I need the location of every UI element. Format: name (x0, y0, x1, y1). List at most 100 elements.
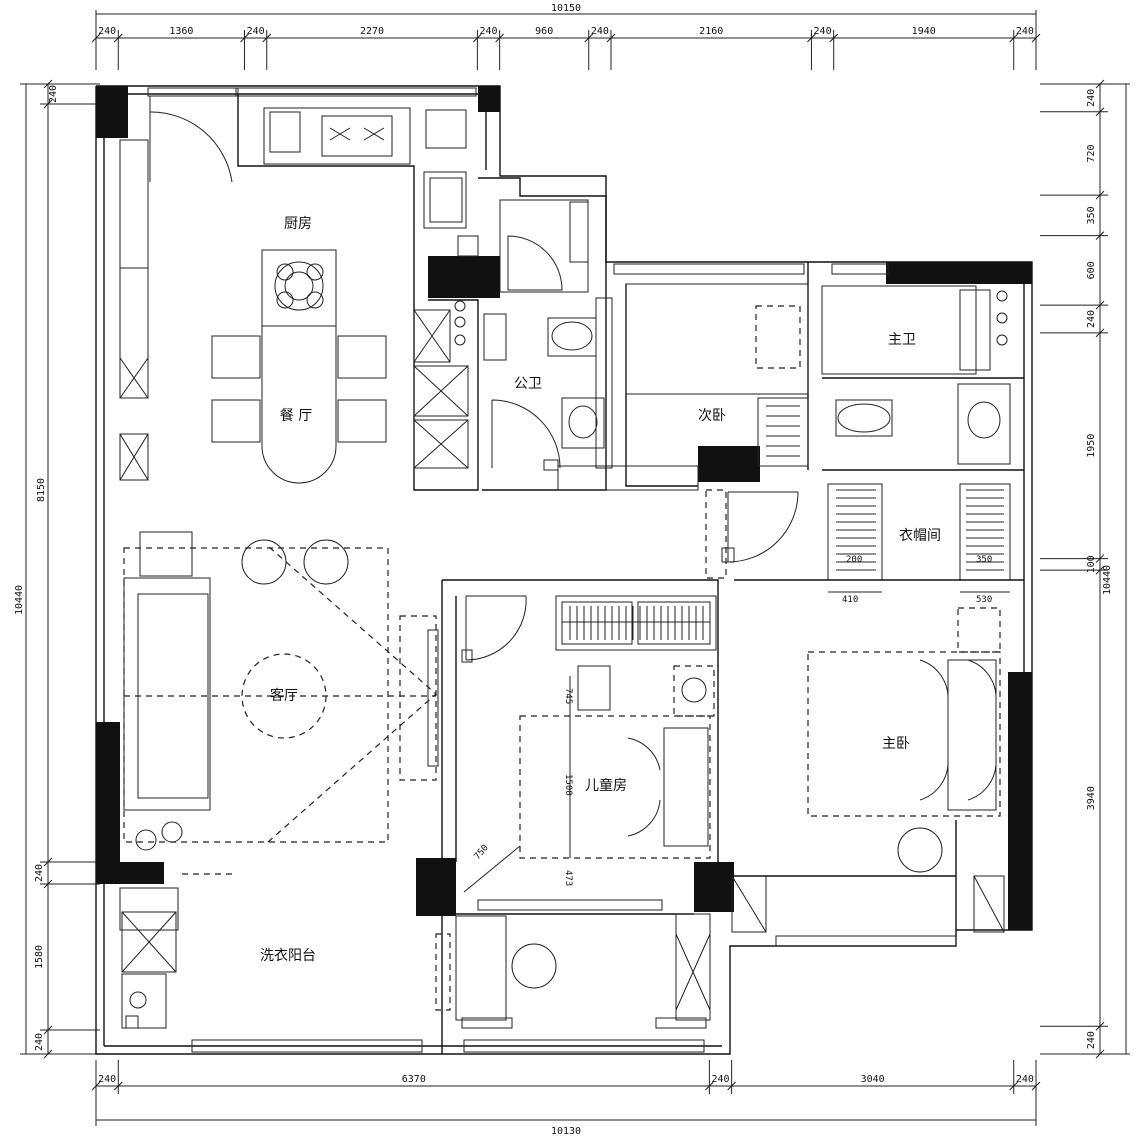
room-label-master-bedroom: 主卧 (882, 736, 910, 752)
dining-chair (337, 399, 387, 443)
accent-chair (241, 539, 287, 585)
left-low-segment-label: 240 (34, 1033, 45, 1051)
sofa (123, 577, 211, 811)
kids-dim-v1: 745 (563, 688, 573, 704)
bath-sink (561, 397, 605, 449)
wall-block-window-bottom (1008, 902, 1032, 930)
stove (321, 115, 393, 157)
kitchen-island (261, 249, 337, 327)
towel-rack (483, 313, 507, 361)
cloak-dim-a: 200 (846, 555, 862, 565)
room-label-living: 客厅 (270, 687, 298, 704)
room-label-kids-room: 儿童房 (585, 777, 627, 794)
right-total-dimension: 10440 (1102, 565, 1113, 595)
kids-dim-v2: 1500 (563, 774, 573, 796)
right-segment-label: 350 (1086, 206, 1097, 224)
top-segment-label: 960 (535, 26, 553, 37)
bottom-segment-label: 3040 (861, 1074, 885, 1085)
right-segment-label: 1950 (1086, 434, 1097, 458)
right-segment-label: 240 (1086, 89, 1097, 107)
room-label-second-bedroom: 次卧 (698, 408, 726, 424)
dining-chair (337, 335, 387, 379)
right-segment-label: 240 (1086, 1031, 1097, 1049)
top-segment-label: 240 (814, 26, 832, 37)
balcony-chair (511, 943, 557, 989)
public-bath-area (478, 177, 613, 491)
master-toilet (835, 399, 893, 437)
left-total-dimension: 10440 (14, 585, 25, 615)
wall-block-left-mid (96, 722, 120, 862)
right-segment-label: 3940 (1086, 786, 1097, 810)
outer-walls (95, 85, 1033, 1055)
wall-block-right-top (886, 262, 1032, 284)
wall-block-left-low (96, 862, 164, 884)
room-label-public-bath: 公卫 (514, 376, 542, 392)
kitchen-sink (423, 171, 467, 229)
wardrobe (757, 397, 809, 467)
wall-block-top-left (96, 86, 128, 138)
room-label-dining: 餐 厅 (280, 408, 312, 424)
top-segment-label: 240 (591, 26, 609, 37)
top-segment-label: 1360 (169, 26, 193, 37)
left-inner-dimension: 8150 (36, 478, 47, 502)
dining-furniture (211, 249, 387, 484)
left-top-segment-label: 240 (48, 85, 59, 103)
kitchen-area (119, 94, 479, 491)
second-bed (625, 283, 809, 395)
cloak-dim-d: 530 (976, 595, 992, 605)
wall-block-top-right (478, 86, 500, 112)
master-bed (807, 651, 1001, 817)
top-total-dimension: 10150 (551, 3, 581, 14)
kids-wardrobe (555, 595, 717, 651)
room-label-cloakroom: 衣帽间 (899, 528, 941, 544)
bathtub (959, 289, 991, 371)
bottom-segment-label: 240 (98, 1074, 116, 1085)
wall-block-kitchen (428, 256, 500, 298)
wall-block-master-right (1008, 672, 1032, 902)
bottom-total-dimension: 10130 (551, 1126, 581, 1137)
top-segment-label: 1940 (912, 26, 936, 37)
top-segment-label: 2270 (360, 26, 384, 37)
top-segment-label: 240 (247, 26, 265, 37)
bottom-segment-label: 6370 (402, 1074, 426, 1085)
wall-block-second-bed (698, 446, 760, 482)
master-bedroom-area (730, 579, 1024, 933)
kitchen-counter-top (263, 107, 411, 165)
cloak-dim-c: 410 (842, 595, 858, 605)
plant-icon (135, 829, 157, 851)
washing-machine (119, 887, 179, 931)
accent-chair (303, 539, 349, 585)
second-bedroom-area (557, 262, 809, 579)
top-segment-label: 2160 (699, 26, 723, 37)
top-segment-label: 240 (479, 26, 497, 37)
windows (147, 87, 957, 1053)
right-segment-label: 600 (1086, 261, 1097, 279)
wall-block-kids-right (694, 862, 734, 912)
kitchen-tall-cabinet (119, 139, 149, 399)
laundry-balcony-area (119, 887, 179, 1029)
right-segment-label: 100 (1086, 555, 1097, 573)
bottom-segment-label: 240 (1016, 1074, 1034, 1085)
cloakroom-area: 200 350 410 530 (827, 483, 1011, 653)
top-segment-label: 240 (98, 26, 116, 37)
living-furniture (123, 531, 439, 875)
master-ottoman (897, 827, 943, 873)
room-label-master-bath: 主卫 (888, 332, 916, 348)
left-low-segment-label: 1580 (34, 945, 45, 969)
kids-dim-v3: 473 (563, 870, 573, 886)
master-sink (957, 383, 1011, 465)
tv-cabinet (399, 615, 437, 781)
dining-table (261, 325, 337, 484)
dining-chair (211, 399, 261, 443)
plant-icon (161, 821, 183, 843)
fridge (269, 111, 301, 153)
wall-block-kids-left (416, 858, 456, 916)
room-labels: 厨房 餐 厅 客厅 公卫 次卧 主卫 衣帽间 儿童房 主卧 洗衣阳台 (260, 216, 941, 964)
room-label-kitchen: 厨房 (284, 216, 312, 232)
kids-room-area: 745 1500 473 750 (435, 579, 719, 1054)
right-segment-label: 240 (1086, 310, 1097, 328)
